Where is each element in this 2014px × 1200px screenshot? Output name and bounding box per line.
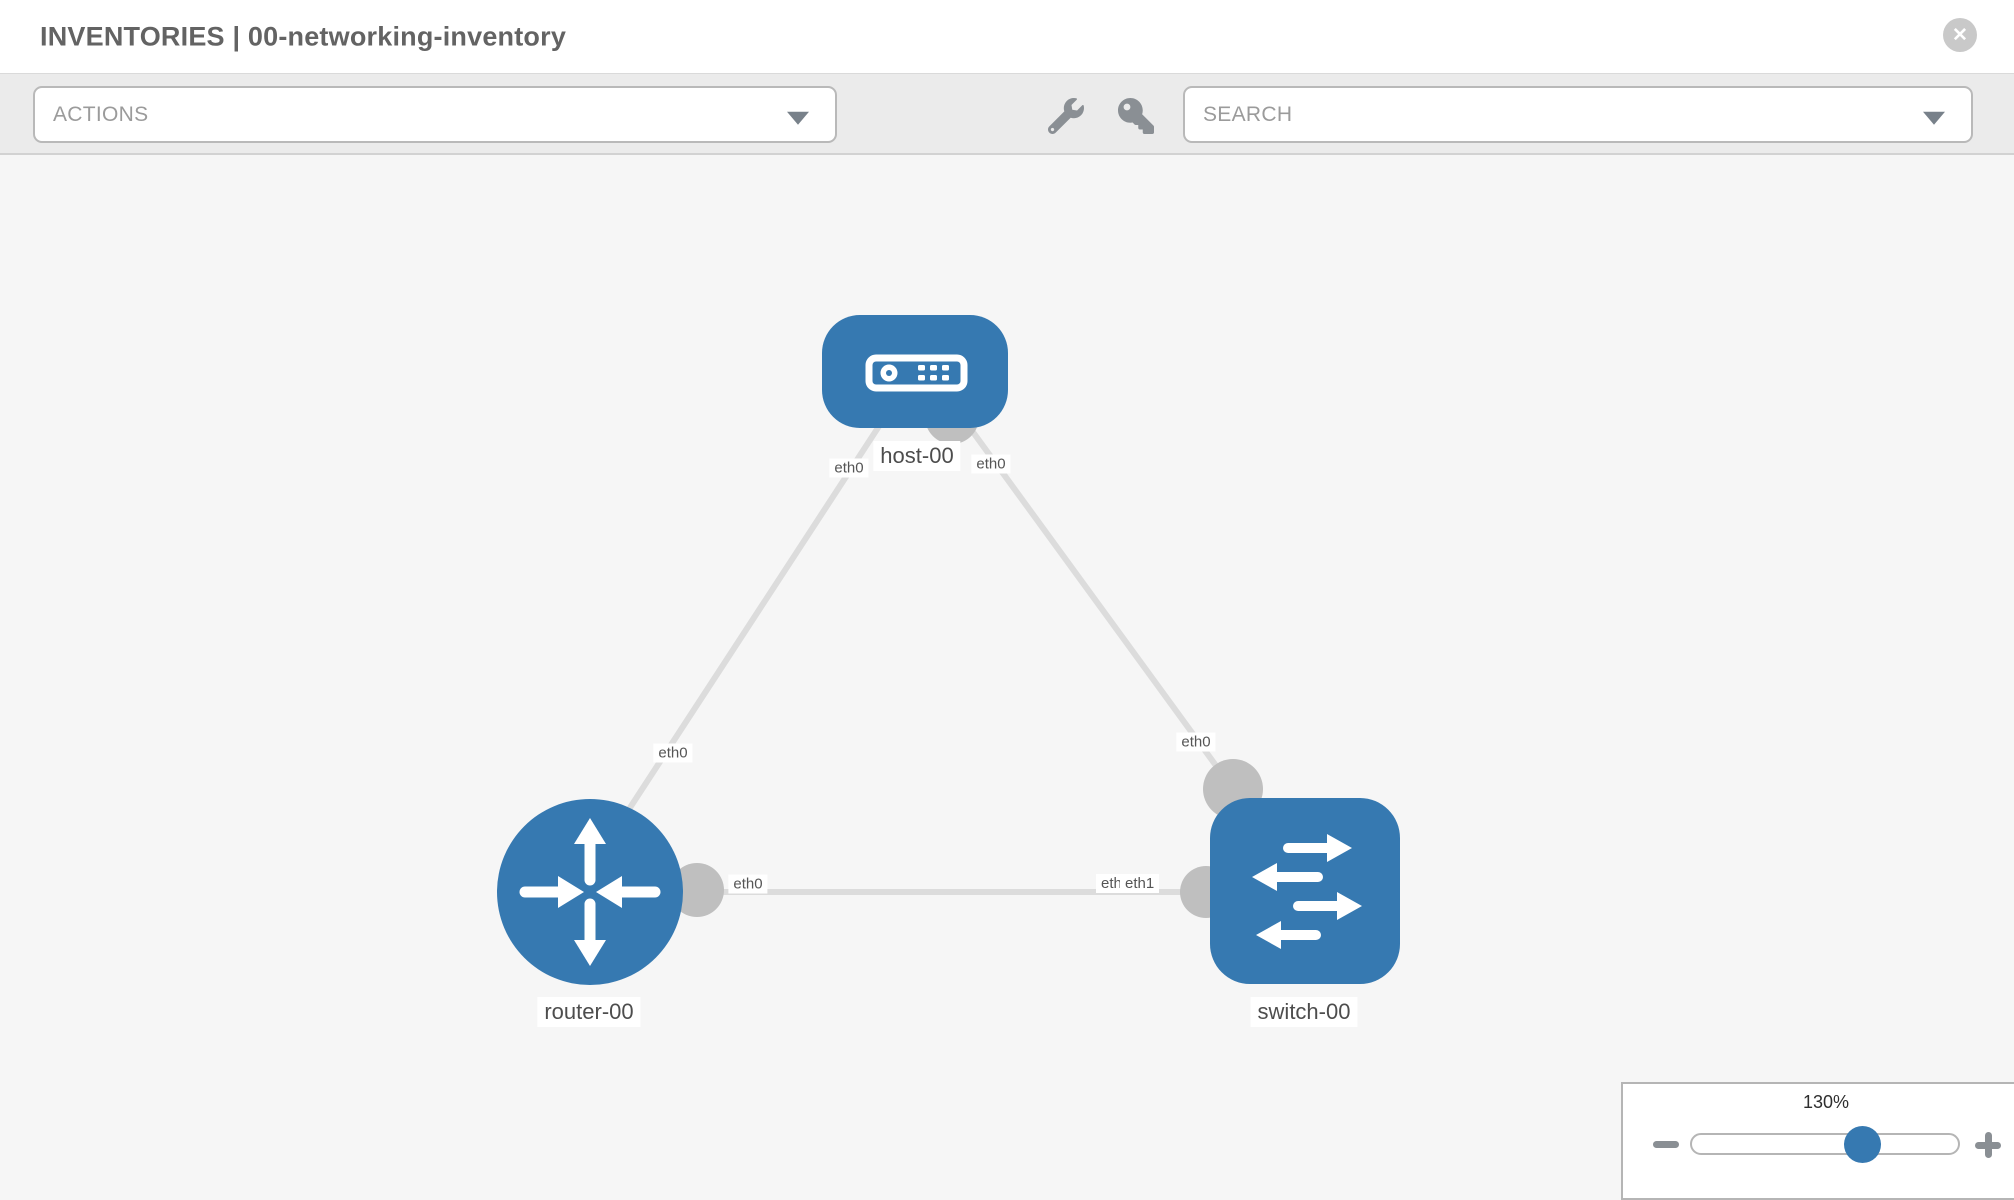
search-placeholder: SEARCH bbox=[1203, 102, 1293, 126]
interface-label: eth0 bbox=[728, 874, 768, 894]
host-icon bbox=[865, 354, 968, 392]
edges bbox=[617, 415, 1236, 895]
node-router-00[interactable] bbox=[497, 799, 683, 985]
router-icon bbox=[519, 818, 661, 966]
zoom-value: 130% bbox=[1802, 1092, 1850, 1112]
zoom-panel: 130% bbox=[1621, 1082, 2014, 1200]
header: INVENTORIES | 00-networking-inventory ✕ bbox=[0, 0, 2014, 73]
ports bbox=[670, 390, 1263, 918]
zoom-slider-track[interactable] bbox=[1690, 1133, 1960, 1155]
node-switch-00[interactable] bbox=[1210, 798, 1400, 984]
close-glyph: ✕ bbox=[1952, 24, 1968, 46]
actions-dropdown[interactable]: ACTIONS bbox=[33, 86, 837, 143]
interface-label: eth0 bbox=[829, 458, 869, 478]
interface-label: eth1 bbox=[1120, 874, 1160, 893]
zoom-out-button[interactable] bbox=[1653, 1141, 1679, 1148]
zoom-slider-handle[interactable] bbox=[1844, 1126, 1881, 1163]
zoom-in-button[interactable] bbox=[1975, 1132, 2001, 1158]
switch-icon bbox=[1252, 834, 1362, 949]
node-host-00[interactable] bbox=[822, 315, 1008, 428]
node-label: switch-00 bbox=[1250, 997, 1358, 1027]
topology-canvas[interactable]: host-00 router-00 switch-00 eth0 eth0 et… bbox=[0, 155, 2014, 1200]
node-label: host-00 bbox=[873, 441, 961, 471]
node-label: router-00 bbox=[537, 997, 641, 1027]
interface-label: eth0 bbox=[1176, 732, 1216, 752]
actions-dropdown-label: ACTIONS bbox=[53, 102, 149, 126]
search-dropdown[interactable]: SEARCH bbox=[1183, 86, 1973, 143]
close-icon[interactable]: ✕ bbox=[1943, 18, 1977, 52]
topology-svg bbox=[497, 315, 1400, 985]
interface-label: eth0 bbox=[653, 743, 693, 763]
page-title: INVENTORIES | 00-networking-inventory bbox=[40, 21, 567, 51]
edge-host-switch bbox=[959, 415, 1236, 791]
interface-label: eth0 bbox=[971, 454, 1011, 474]
toolbar: ACTIONS SEARCH bbox=[0, 73, 2014, 155]
chevron-down-icon bbox=[787, 111, 809, 125]
wrench-icon[interactable] bbox=[1047, 98, 1084, 135]
chevron-down-icon bbox=[1923, 111, 1945, 125]
key-icon[interactable] bbox=[1118, 98, 1154, 134]
port-router-right bbox=[670, 863, 724, 917]
